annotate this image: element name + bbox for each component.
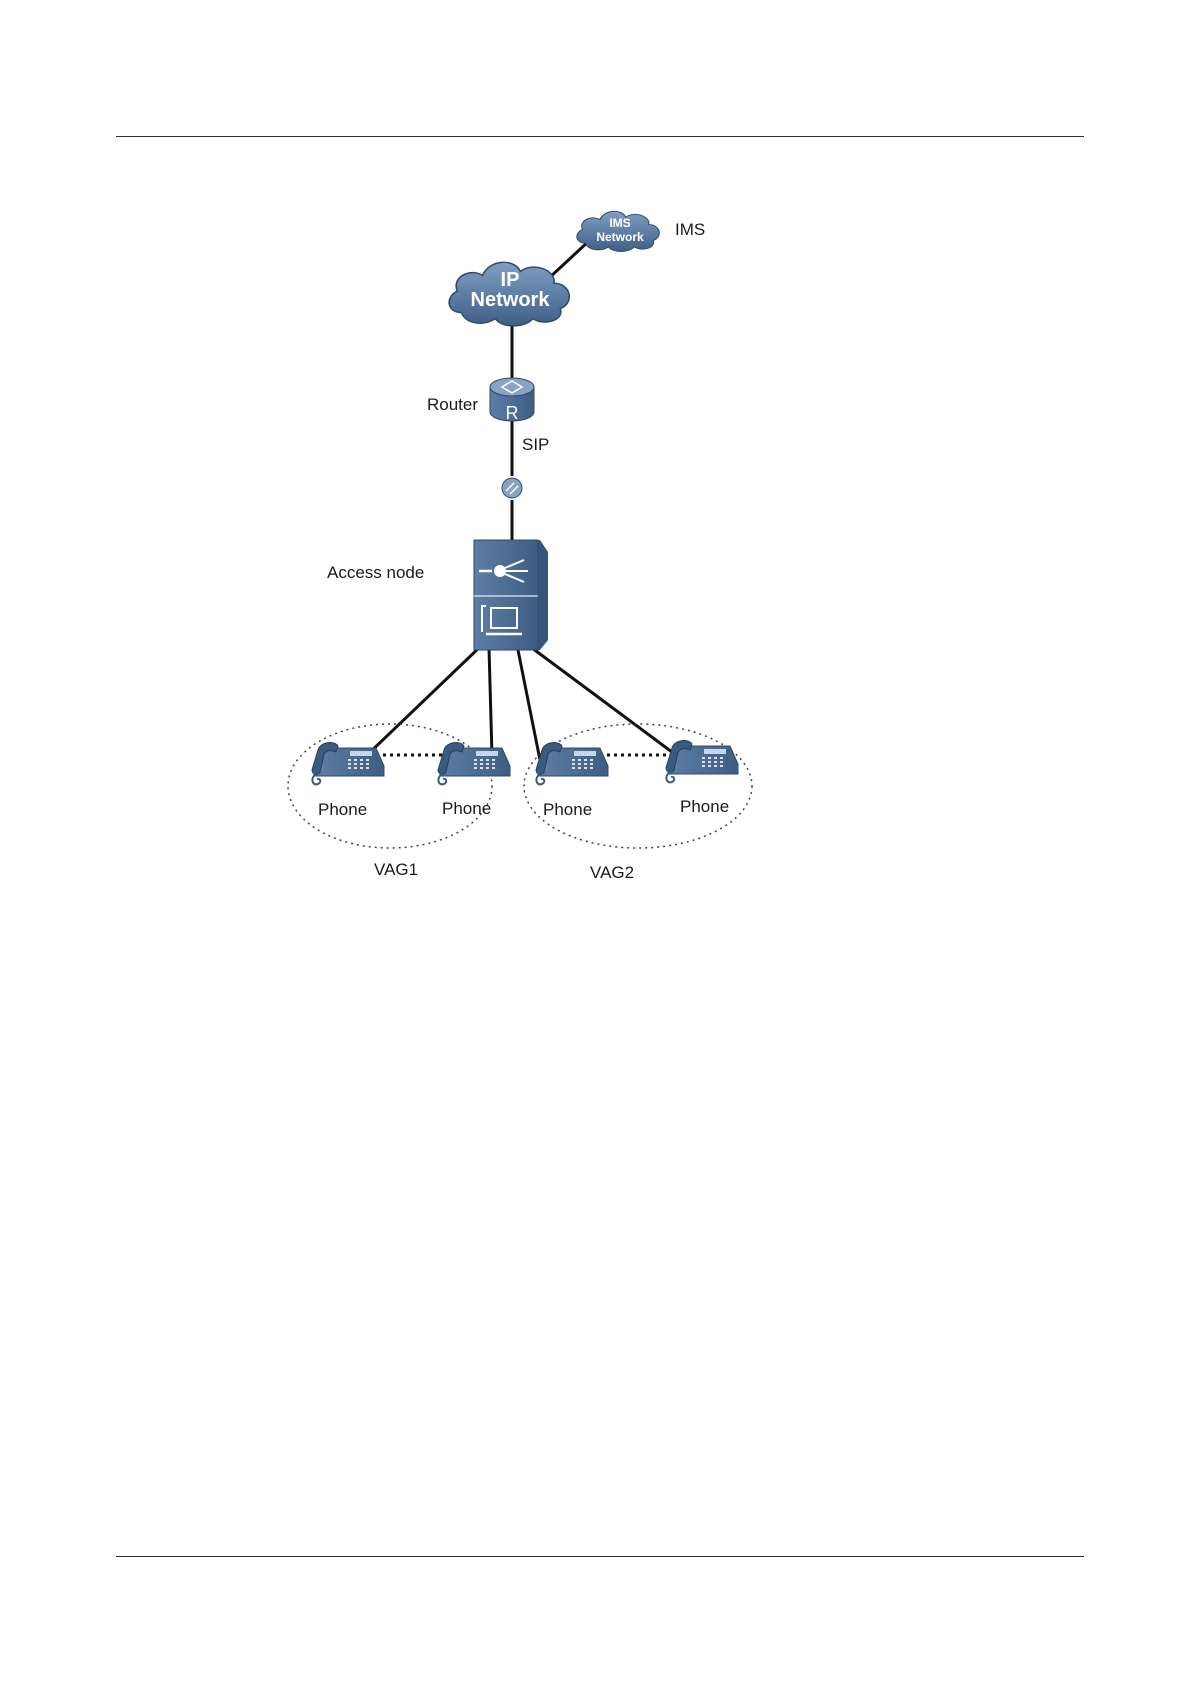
phone-icon (438, 743, 510, 785)
ims-cloud-line1: IMS (609, 216, 630, 230)
phone-label-4: Phone (680, 797, 729, 816)
phone-label-1: Phone (318, 800, 367, 819)
vag2-label: VAG2 (590, 863, 634, 882)
ims-label: IMS (675, 220, 705, 239)
link-access-phone-3 (518, 650, 540, 760)
link-ims-ip (548, 240, 590, 279)
phone-label-3: Phone (543, 800, 592, 819)
phone-icon (312, 743, 384, 785)
phone-icon (666, 741, 738, 783)
ip-cloud-line2: Network (471, 289, 551, 311)
vag1-group-outline (288, 724, 492, 848)
phone-label-2: Phone (442, 799, 491, 818)
router-glyph: R (506, 403, 519, 423)
link-access-phone-4 (532, 648, 676, 755)
ip-cloud-line1: IP (501, 269, 520, 291)
phone-icon (536, 743, 608, 785)
access-node-icon (474, 540, 548, 650)
router-icon: R (490, 378, 534, 423)
vag1-label: VAG1 (374, 860, 418, 879)
access-node-label: Access node (327, 563, 424, 582)
connector-icon (502, 478, 522, 498)
link-access-phone-2 (489, 648, 492, 756)
router-label: Router (427, 395, 478, 414)
ims-cloud-line2: Network (596, 230, 644, 244)
link-access-phone-1 (364, 645, 482, 758)
sip-label: SIP (522, 435, 549, 454)
